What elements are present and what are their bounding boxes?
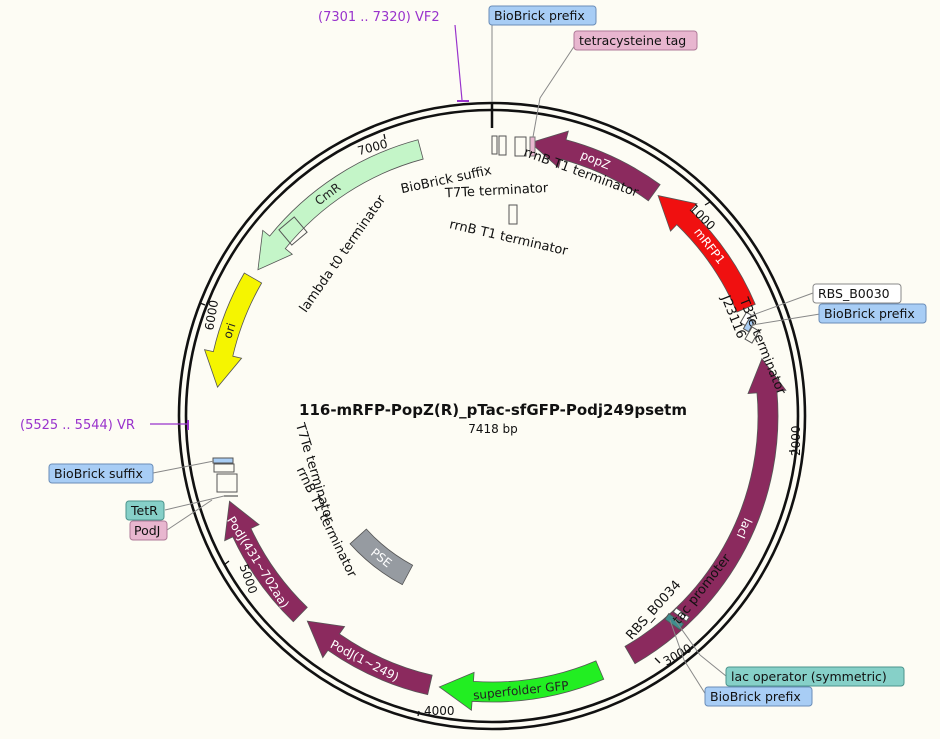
svg-text:tetracysteine tag: tetracysteine tag xyxy=(579,33,686,48)
callout-rbs-b0030: RBS_B0030 xyxy=(812,283,902,304)
laci-arrow xyxy=(624,357,787,665)
label-rrnb-left: rrnB T1 terminator xyxy=(293,465,360,581)
leader-lacop-2 xyxy=(674,619,701,656)
plasmid-title: 116-mRFP-PopZ(R)_pTac-sfGFP-Podj249psetm xyxy=(299,401,687,419)
callout-biobrick-prefix-right: BioBrick prefix xyxy=(818,303,927,324)
svg-text:BioBrick suffix: BioBrick suffix xyxy=(54,466,143,481)
t7te-top-box xyxy=(498,135,507,156)
rrnb-inner-box xyxy=(508,204,518,225)
leader-podj xyxy=(166,499,213,531)
pse-arrow xyxy=(349,528,414,586)
tick-2000: 2000 xyxy=(789,425,803,456)
callout-tetracysteine: tetracysteine tag xyxy=(573,30,698,51)
callout-lac-operator: lac operator (symmetric) xyxy=(725,666,905,687)
popz-arrow xyxy=(529,130,661,202)
callout-biobrick-prefix-bottom: BioBrick prefix xyxy=(704,686,813,707)
svg-text:RBS_B0030: RBS_B0030 xyxy=(818,286,890,301)
t3te-box xyxy=(744,326,760,344)
leader-bbprefix-bottom xyxy=(683,659,707,696)
svg-text:lac operator (symmetric): lac operator (symmetric) xyxy=(731,669,887,684)
podj249-label: PodJ(1~249) xyxy=(328,637,401,684)
leader-bbsuffix-left xyxy=(152,460,215,474)
tick-label-3000: 3000 xyxy=(661,641,694,668)
leader-tetracysteine xyxy=(539,41,578,99)
ori-label: ori xyxy=(220,321,238,340)
callout-tetr: TetR xyxy=(125,500,165,521)
leader-bbprefix-right xyxy=(751,313,821,326)
lambda-box xyxy=(278,216,308,246)
svg-text:TetR: TetR xyxy=(130,503,158,518)
svg-text:PodJ: PodJ xyxy=(134,523,160,538)
podj431-arrow xyxy=(224,500,308,623)
label-t7te-top: T7Te terminator xyxy=(444,181,549,201)
leader-bbprefix-bottom-2 xyxy=(669,619,685,661)
podj249-arrow xyxy=(306,620,433,696)
biobrick-suffix-left-box xyxy=(212,457,234,464)
mrfp1-arrow xyxy=(657,195,756,313)
callout-biobrick-suffix-left: BioBrick suffix xyxy=(48,463,154,484)
leader-tetracysteine-2 xyxy=(532,97,541,138)
vf2-line xyxy=(454,24,463,101)
tick-label-4000: 4000 xyxy=(424,704,455,718)
tick-label-6000: 6000 xyxy=(202,299,221,332)
plasmid-length: 7418 bp xyxy=(468,422,518,436)
rrnb-left-box xyxy=(216,473,238,493)
leader-lacop xyxy=(699,654,727,677)
svg-text:BioBrick prefix: BioBrick prefix xyxy=(494,8,585,23)
svg-text:BioBrick prefix: BioBrick prefix xyxy=(824,306,915,321)
callout-podj: PodJ xyxy=(129,520,168,541)
tick-4000: 4000 xyxy=(417,704,455,718)
rrnb-top-box xyxy=(514,136,527,157)
leader-rbs-b0030 xyxy=(749,292,814,317)
callout-biobrick-prefix-top: BioBrick prefix xyxy=(488,5,597,26)
biobrick-suffix-top-box xyxy=(491,135,498,155)
svg-text:BioBrick prefix: BioBrick prefix xyxy=(710,689,801,704)
biobrick-prefix-right-box xyxy=(742,317,756,333)
ori-arrow xyxy=(203,272,263,388)
podj431-label: PodJ(431~702aa) xyxy=(224,514,292,611)
primer-vr: (5525 .. 5544) VR xyxy=(20,418,135,433)
tick-label-2000: 2000 xyxy=(789,425,803,456)
primer-vf2: (7301 .. 7320) VF2 xyxy=(318,10,440,25)
t7te-left-box xyxy=(213,463,235,473)
sfgfp-arrow xyxy=(438,660,605,712)
rbs-b0034-box xyxy=(672,607,690,622)
tetracysteine-box xyxy=(529,136,536,157)
cmr-arrow xyxy=(257,139,424,271)
leader-tetr xyxy=(164,495,225,511)
tick-6000: 6000 xyxy=(199,299,221,332)
